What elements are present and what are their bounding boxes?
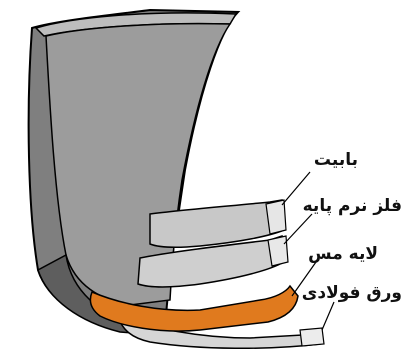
base-soft-metal-edge: [268, 236, 288, 266]
steel-sheet-edge: [300, 328, 324, 346]
label-steel-sheet: ورق فولادی: [302, 283, 402, 303]
label-babbitt: بابیت: [314, 150, 358, 170]
leader-line-steel: [322, 302, 334, 330]
leader-line-base-soft-metal: [284, 214, 312, 244]
babbitt-edge: [266, 200, 286, 234]
label-base-soft-metal: فلز نرم پایه: [303, 196, 402, 216]
label-copper-layer: لایه مس: [308, 244, 378, 264]
